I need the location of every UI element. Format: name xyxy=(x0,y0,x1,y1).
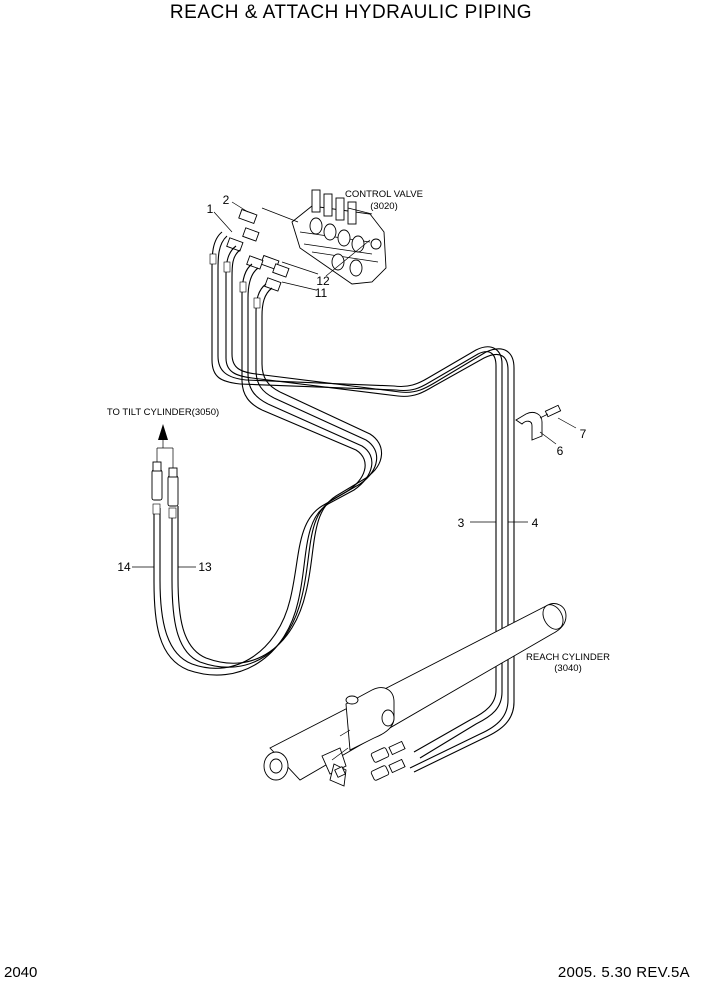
tilt-direction-arrow xyxy=(158,424,168,440)
control-valve xyxy=(291,189,387,285)
part-number-6: 6 xyxy=(557,444,564,458)
tilt-cylinder-label: TO TILT CYLINDER(3050) xyxy=(107,407,219,418)
part-number-3: 3 xyxy=(458,516,465,530)
reach-cylinder-fittings xyxy=(334,740,406,781)
control-valve-ref: (3020) xyxy=(370,201,397,212)
part-number-12: 12 xyxy=(316,274,330,288)
leader-lines xyxy=(132,201,577,568)
part-number-4: 4 xyxy=(532,516,539,530)
reach-pipes xyxy=(239,346,515,773)
reach-cylinder xyxy=(263,603,567,787)
part-number-2: 2 xyxy=(223,193,230,207)
reach-cylinder-label: REACH CYLINDER xyxy=(526,652,610,663)
part-number-1: 1 xyxy=(207,202,214,216)
tilt-hoses xyxy=(151,391,383,676)
page-number: 2040 xyxy=(4,964,38,981)
page-title: REACH & ATTACH HYDRAULIC PIPING xyxy=(169,2,533,23)
part-number-13: 13 xyxy=(198,560,212,574)
part-number-7: 7 xyxy=(580,427,587,441)
revision-date: 2005. 5.30 REV.5A xyxy=(557,964,690,981)
valve-fittings xyxy=(226,208,290,292)
part-number-14: 14 xyxy=(117,560,131,574)
clamp-and-bolt xyxy=(515,404,562,441)
upper-hoses xyxy=(209,231,281,411)
reach-cylinder-ref: (3040) xyxy=(554,663,581,674)
control-valve-label: CONTROL VALVE xyxy=(345,189,423,200)
part-number-11: 11 xyxy=(315,286,328,300)
